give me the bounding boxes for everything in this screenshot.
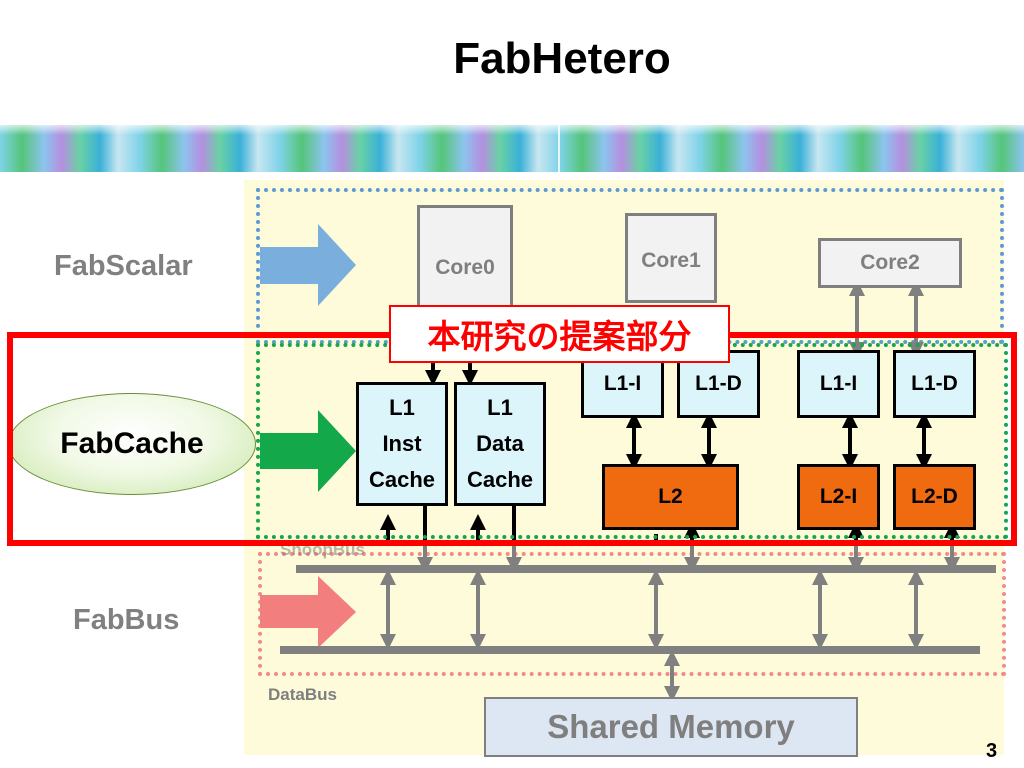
banner-divider [558, 125, 560, 172]
core2-l2i-cache: L2-I [797, 464, 880, 530]
banner-highlight [0, 125, 1024, 135]
proposal-highlight-frame [7, 332, 1017, 546]
proposal-callout: 本研究の提案部分 [389, 305, 730, 363]
l1-data-line-3: Cache [466, 467, 534, 492]
core1-l2-cache: L2 [602, 464, 739, 530]
fabscalar-arrow [260, 224, 356, 306]
core1-box: Core1 [625, 213, 717, 303]
fabbus-arrow [260, 576, 356, 648]
fabcache-label: FabCache [8, 393, 256, 495]
core2-l1i-cache: L1-I [797, 350, 880, 418]
l1-data-cache: L1 Data Cache [454, 382, 546, 506]
core2-l1d-cache: L1-D [893, 350, 976, 418]
l1-data-line-1: L1 [487, 395, 513, 420]
l1-inst-line-1: L1 [389, 395, 415, 420]
data-bus-label: DataBus [268, 685, 337, 704]
l1-inst-line-3: Cache [368, 467, 436, 492]
slide-title: FabHetero [453, 34, 671, 83]
l1-data-line-2: Data [476, 431, 524, 456]
core2-box: Core2 [818, 238, 962, 288]
shared-memory-box: Shared Memory [484, 697, 858, 757]
page-number: 3 [986, 740, 998, 762]
l1-inst-line-2: Inst [382, 431, 422, 456]
fabscalar-label: FabScalar [54, 250, 193, 282]
core2-l2d-cache: L2-D [893, 464, 976, 530]
fabcache-arrow [260, 410, 356, 492]
fabbus-label: FabBus [73, 604, 180, 636]
l1-inst-cache: L1 Inst Cache [356, 382, 448, 506]
